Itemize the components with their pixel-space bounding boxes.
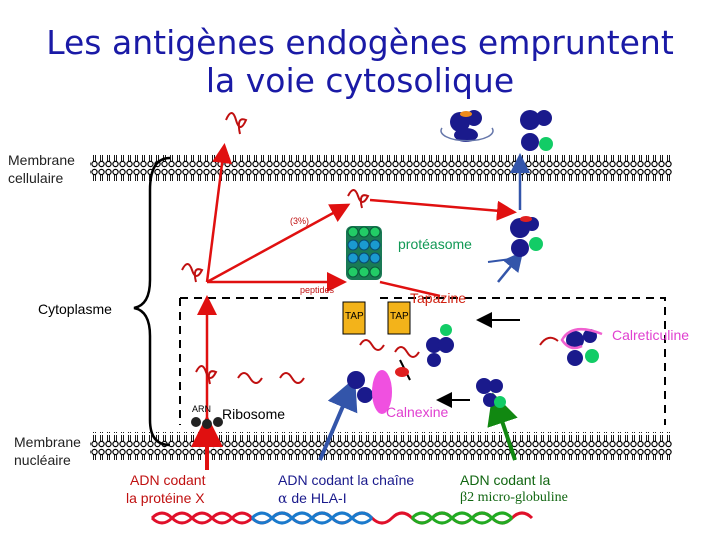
hla-text: de HLA-I — [287, 490, 347, 506]
tapazine-molecule — [395, 367, 409, 377]
cytoplasm-brace — [133, 156, 171, 447]
membrane-cellulaire-label-1: Membrane — [8, 152, 75, 168]
tapazine-label: Tapazine — [410, 290, 467, 306]
alpha-symbol: α — [278, 491, 288, 507]
nuclear-membrane — [90, 432, 672, 460]
cytoplasme-label: Cytoplasme — [38, 301, 112, 317]
membrane-nucleaire-label-1: Membrane — [14, 434, 81, 450]
b2m-molecules — [440, 137, 599, 408]
b2m-dna-arrow — [487, 392, 518, 461]
title-line-2: la voie cytosolique — [205, 61, 515, 100]
dna-b2m-label-2: β2 micro-globuline — [460, 490, 568, 506]
proteasome — [346, 226, 382, 280]
calnexine-label: Calnexine — [386, 404, 449, 420]
cell-membrane — [90, 155, 672, 183]
mhc-molecules — [347, 110, 597, 407]
dna-helices — [150, 511, 534, 525]
peptides-label: peptides — [300, 285, 335, 295]
calnexine-molecule — [372, 370, 392, 414]
red-pathway-arrows — [197, 143, 517, 428]
dna-hla-label-1: ADN codant la chaîne — [278, 472, 415, 488]
ribosome-label: Ribosome — [222, 406, 286, 422]
dna-hla-label-2: α de HLA-I — [278, 490, 347, 507]
membrane-cellulaire-label-2: cellulaire — [8, 170, 64, 186]
beta-symbol: β — [460, 490, 468, 505]
tap-label-1: TAP — [345, 311, 364, 322]
calreticuline-label: Calreticuline — [612, 327, 690, 343]
ribosome — [191, 417, 223, 429]
golgi-arrow — [497, 251, 524, 283]
tap-transporter — [342, 301, 411, 335]
membrane-nucleaire-label-2: nucléaire — [14, 452, 71, 468]
dna-x-label-2: la protéine X — [126, 490, 205, 506]
dna-x-label-1: ADN codant — [130, 472, 206, 488]
arn-label: ARN — [192, 404, 212, 414]
hla-dna-arrow — [318, 377, 358, 461]
calreticuline-molecule — [560, 327, 603, 350]
peptide-fragments — [181, 112, 559, 385]
b2m-text: 2 micro-globuline — [467, 490, 568, 505]
tap-label-2: TAP — [390, 311, 409, 322]
cell-membrane-mhc-accents — [440, 111, 532, 222]
percentage-label: (3%) — [290, 216, 310, 226]
title-line-1: Les antigènes endogènes empruntent — [46, 23, 674, 62]
er-dashed-outline — [179, 297, 666, 425]
proteasome-label: protéasome — [398, 236, 472, 252]
dna-b2m-label-1: ADN codant la — [460, 472, 551, 488]
